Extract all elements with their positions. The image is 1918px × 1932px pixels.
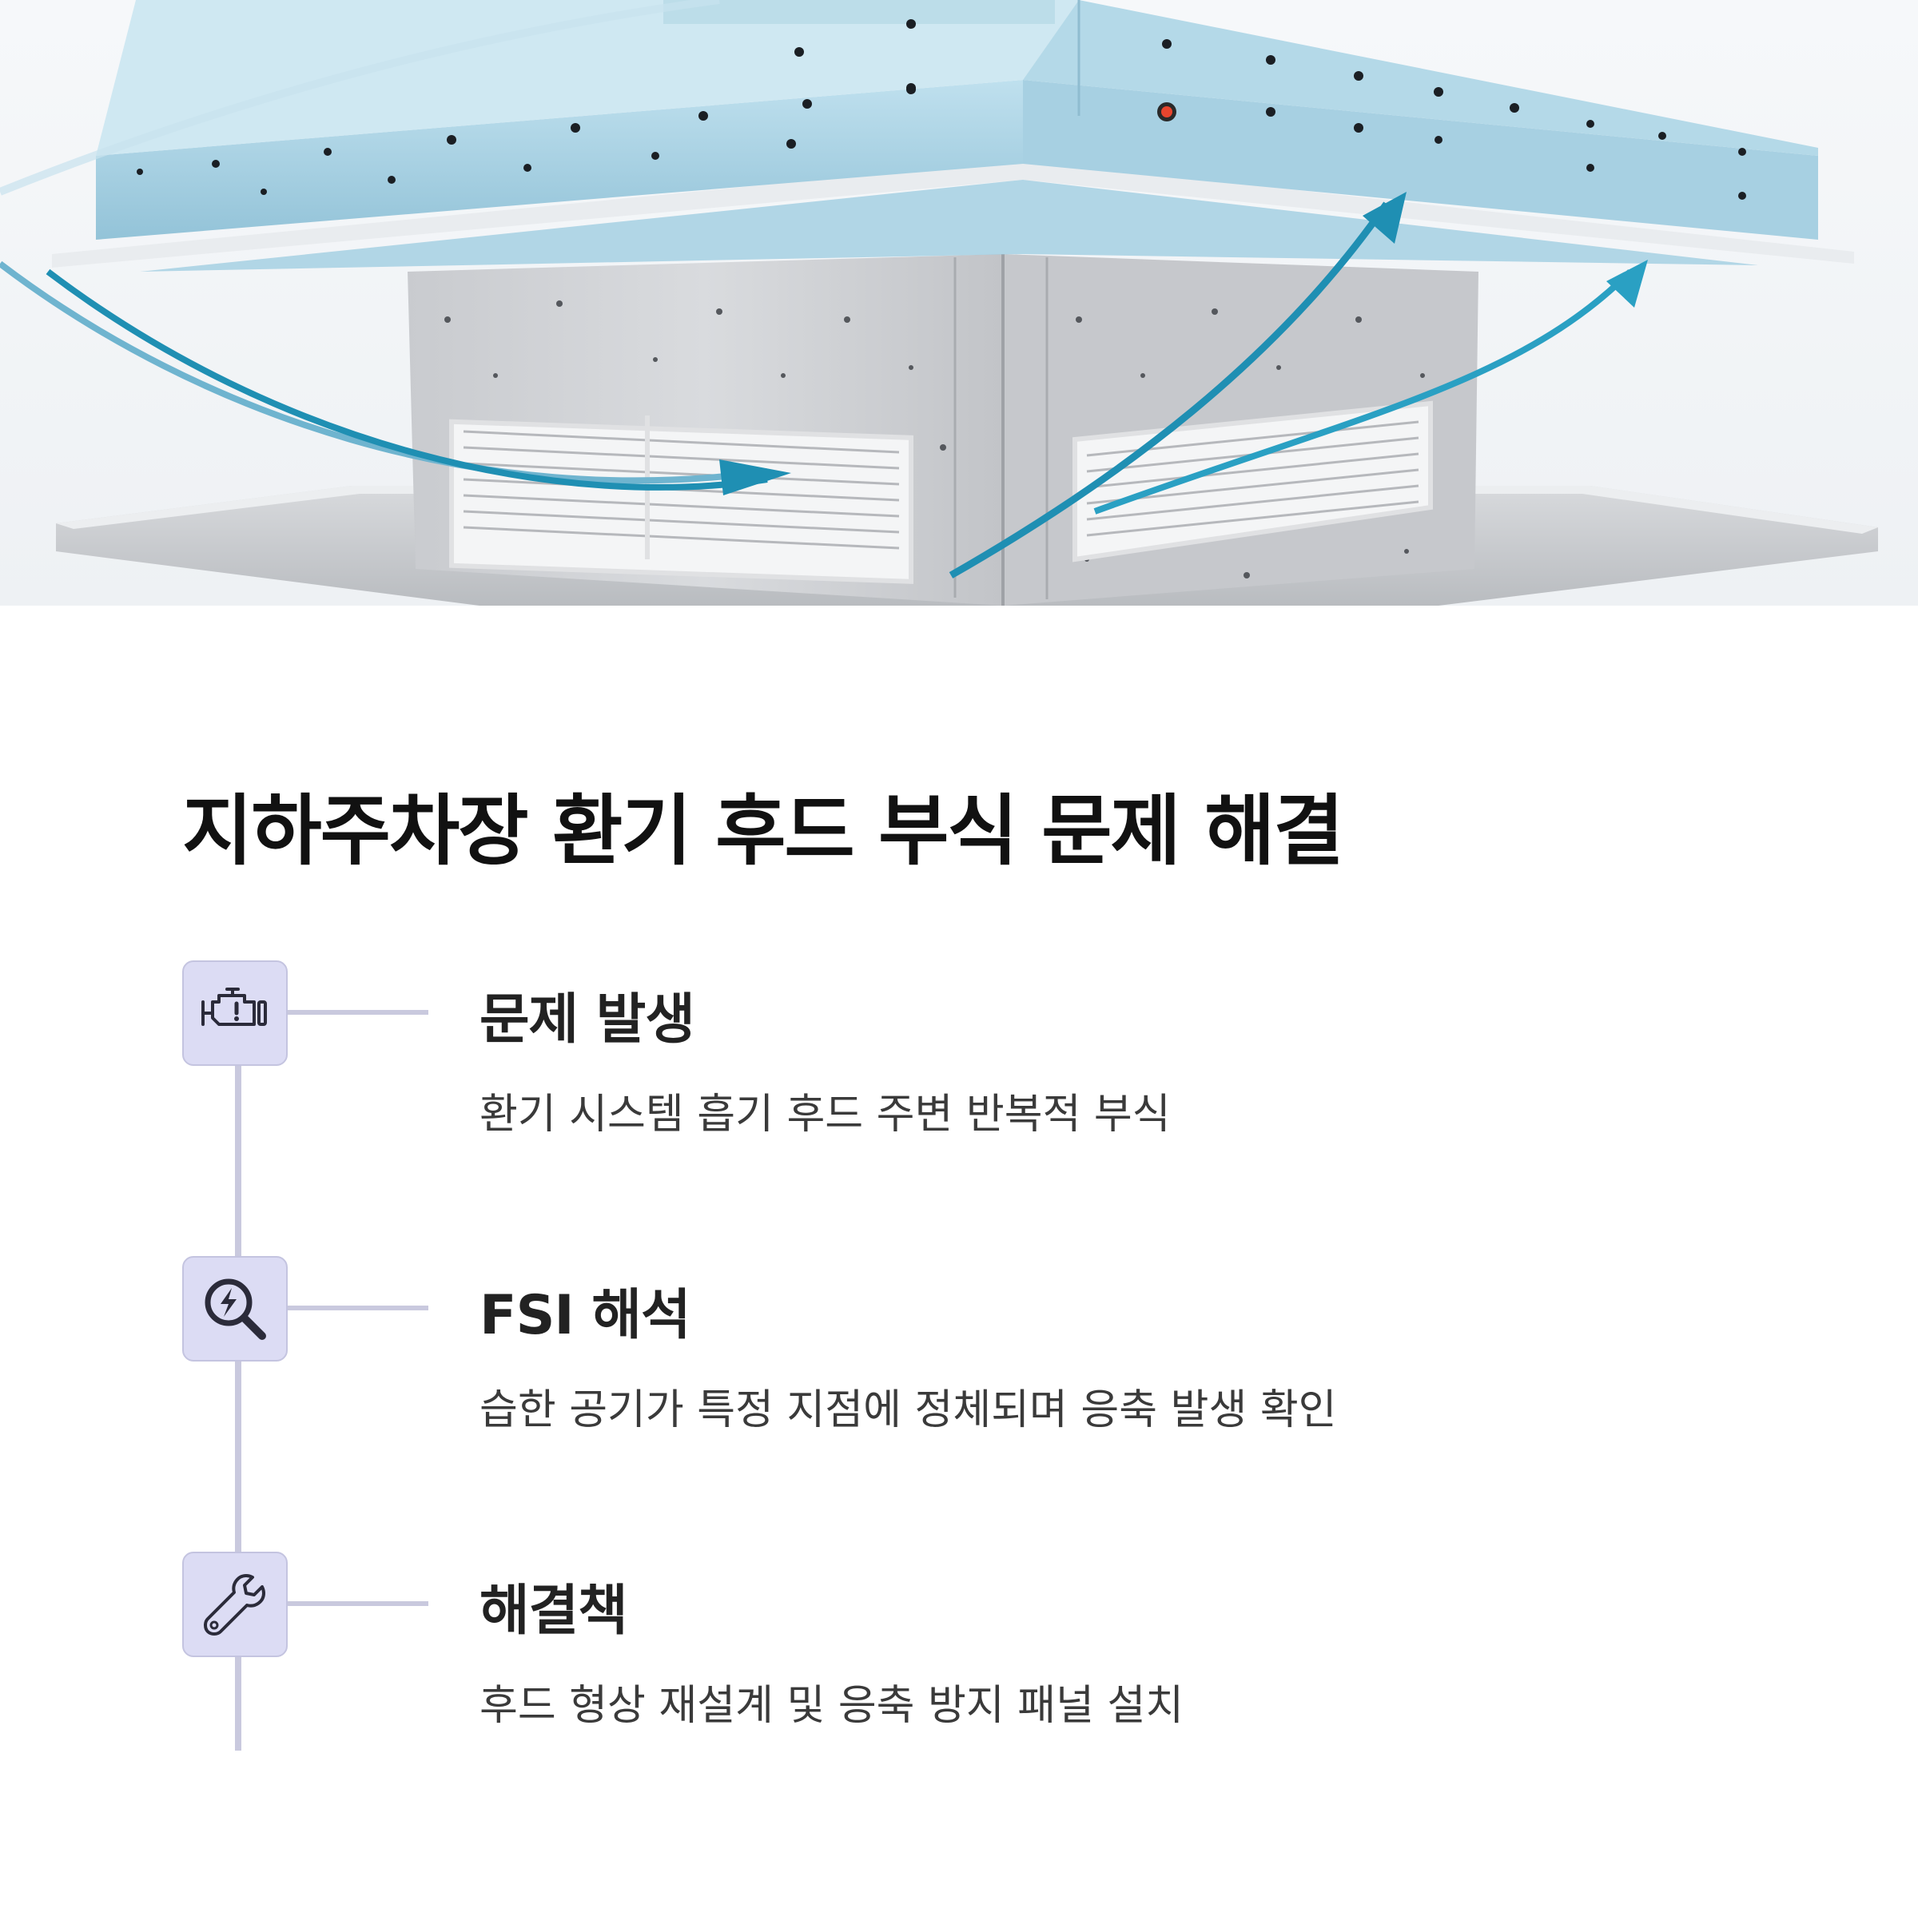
wrench-icon <box>204 1574 265 1636</box>
page-title: 지하주차장 환기 후드 부식 문제 해결 <box>182 786 1344 876</box>
step-icon-box <box>182 960 288 1066</box>
step-title: FSI 해석 <box>480 1284 691 1347</box>
step-description: 후드 형상 재설계 및 응축 방지 패널 설치 <box>480 1682 1184 1730</box>
step-title: 문제 발생 <box>480 988 695 1051</box>
analysis-search-icon <box>205 1278 266 1340</box>
step-connector <box>288 1306 428 1310</box>
step-description: 습한 공기가 특정 지점에 정체되며 응축 발생 확인 <box>480 1386 1337 1434</box>
timeline-line <box>235 1015 241 1751</box>
step-description: 환기 시스템 흡기 후드 주변 반복적 부식 <box>480 1091 1171 1139</box>
step-connector <box>288 1010 428 1015</box>
step-icon-box <box>182 1552 288 1657</box>
step-connector <box>288 1601 428 1606</box>
step-icon-box <box>182 1256 288 1362</box>
engine-warning-icon <box>201 988 267 1026</box>
step-analysis: FSI 해석 습한 공기가 특정 지점에 정체되며 응축 발생 확인 <box>0 1256 1918 1448</box>
step-problem: 문제 발생 환기 시스템 흡기 후드 주변 반복적 부식 <box>0 960 1918 1152</box>
step-title: 해결책 <box>480 1580 628 1643</box>
hero-illustration <box>0 0 1918 606</box>
step-solution: 해결책 후드 형상 재설계 및 응축 방지 패널 설치 <box>0 1552 1918 1743</box>
